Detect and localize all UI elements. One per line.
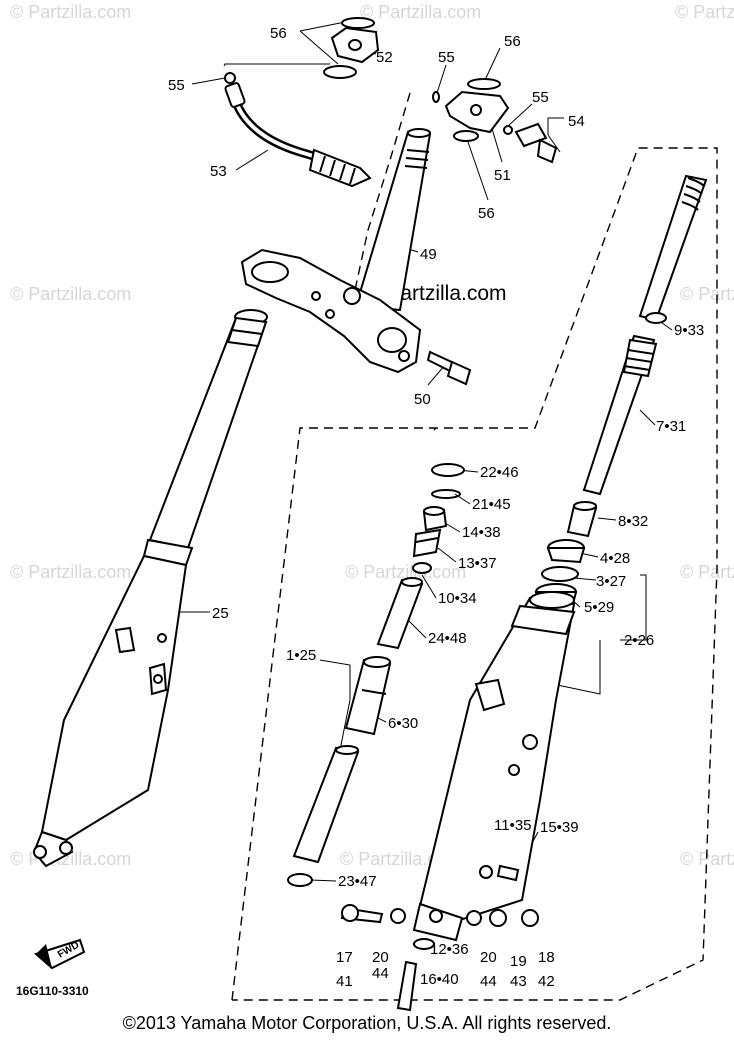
watermark: © Partzilla.com bbox=[680, 284, 734, 304]
callout: 44 bbox=[372, 965, 389, 982]
parts-line-art bbox=[32, 17, 708, 1012]
callout: 51 bbox=[494, 167, 511, 184]
damper-rod-7 bbox=[582, 334, 658, 496]
callout: 10•34 bbox=[438, 590, 477, 607]
retaining-clip-21 bbox=[431, 489, 461, 499]
under-bracket-49 bbox=[240, 248, 422, 374]
callout: 42 bbox=[538, 973, 555, 990]
brake-hose-53 bbox=[224, 82, 372, 188]
callout: 18 bbox=[538, 949, 555, 966]
washer-20 bbox=[466, 910, 482, 926]
callout: 20 bbox=[372, 949, 389, 966]
callout: 12•36 bbox=[430, 941, 469, 958]
fork-spring-9 bbox=[638, 174, 708, 324]
callout: 1•25 bbox=[286, 647, 316, 664]
watermark: © Partzilla.com bbox=[10, 2, 131, 22]
callout: 14•38 bbox=[462, 524, 501, 541]
callout: 3•27 bbox=[596, 573, 626, 590]
callout: 5•29 bbox=[584, 599, 614, 616]
callout: 15•39 bbox=[540, 819, 579, 836]
pinch-bolt-50 bbox=[426, 350, 472, 386]
steering-stem-group-outline bbox=[354, 92, 411, 291]
inner-fork-group-outline bbox=[231, 147, 718, 1001]
nut-18 bbox=[521, 909, 539, 927]
callout: 55 bbox=[438, 49, 455, 66]
callout: 16•40 bbox=[420, 971, 459, 988]
callout: 49 bbox=[420, 246, 437, 263]
callout: 4•28 bbox=[600, 550, 630, 567]
washer-12 bbox=[413, 938, 435, 950]
watermark: © Partzilla.com bbox=[10, 284, 131, 304]
watermark: © Partzilla.com bbox=[680, 849, 734, 869]
bolt-15 bbox=[496, 864, 520, 882]
seal-10 bbox=[412, 562, 432, 574]
watermark: © Partzilla.com bbox=[680, 562, 734, 582]
washer-20 bbox=[390, 908, 406, 924]
group-outlines bbox=[231, 92, 718, 1001]
callout: 55 bbox=[532, 89, 549, 106]
brake-hose-joint-52 bbox=[323, 17, 380, 79]
fwd-arrow-icon: FWD bbox=[34, 938, 86, 970]
drain-bolt-16 bbox=[396, 960, 418, 1012]
callout: 11•35 bbox=[494, 817, 532, 834]
callout: 17 bbox=[336, 949, 353, 966]
callout: 56 bbox=[270, 25, 287, 42]
callout: 7•31 bbox=[656, 418, 686, 435]
watermark: © Partzilla.com bbox=[360, 2, 481, 22]
plug-23 bbox=[287, 873, 313, 887]
steering-stem-49 bbox=[354, 128, 432, 312]
callout: 9•33 bbox=[674, 322, 704, 339]
o-ring-55 bbox=[432, 91, 440, 103]
callout: 23•47 bbox=[338, 873, 377, 890]
inner-tube-1 bbox=[292, 746, 360, 864]
callout: 13•37 bbox=[458, 555, 497, 572]
washer-19 bbox=[489, 909, 507, 927]
bolt-11 bbox=[479, 865, 493, 879]
o-ring-55 bbox=[224, 72, 236, 84]
callout: 25 bbox=[212, 605, 229, 622]
callout: 6•30 bbox=[388, 715, 418, 732]
callout: 43 bbox=[510, 973, 527, 990]
brake-hose-joint-51 bbox=[444, 78, 510, 142]
callout: 21•45 bbox=[472, 496, 511, 513]
callout: 2•26 bbox=[624, 632, 654, 649]
copyright-notice: ©2013 Yamaha Motor Corporation, U.S.A. A… bbox=[122, 1013, 612, 1033]
front-fork-assembly-25 bbox=[32, 309, 268, 868]
callout: 41 bbox=[336, 973, 353, 990]
diagram-code: 16G110-3310 bbox=[16, 984, 89, 998]
callout: 55 bbox=[168, 77, 185, 94]
callout: 56 bbox=[504, 33, 521, 50]
callout: 24•48 bbox=[428, 630, 467, 647]
callout: 22•46 bbox=[480, 464, 519, 481]
watermark: © Partzilla.com bbox=[675, 2, 734, 22]
callout: 52 bbox=[376, 49, 393, 66]
callout: 19 bbox=[510, 953, 527, 970]
callout: 44 bbox=[480, 973, 497, 990]
callout: 50 bbox=[414, 391, 431, 408]
callout: 20 bbox=[480, 949, 497, 966]
slide-metal-6 bbox=[344, 658, 392, 736]
callout: 54 bbox=[568, 113, 585, 130]
bleed-bolt-54 bbox=[503, 122, 558, 164]
inner-tube-24 bbox=[376, 578, 424, 650]
watermark: © Partzilla.com bbox=[10, 562, 131, 582]
callout: 53 bbox=[210, 163, 227, 180]
watermark: © Partzilla.com bbox=[345, 562, 466, 582]
callout: 8•32 bbox=[618, 513, 648, 530]
washer-13 bbox=[412, 528, 442, 558]
leader-lines bbox=[170, 21, 673, 882]
dust-seal-22 bbox=[431, 463, 465, 477]
outer-tube-2 bbox=[412, 591, 576, 942]
callouts: 56 52 55 55 56 55 54 53 51 56 49 50 9•33… bbox=[168, 25, 704, 990]
callout: 56 bbox=[478, 205, 495, 222]
